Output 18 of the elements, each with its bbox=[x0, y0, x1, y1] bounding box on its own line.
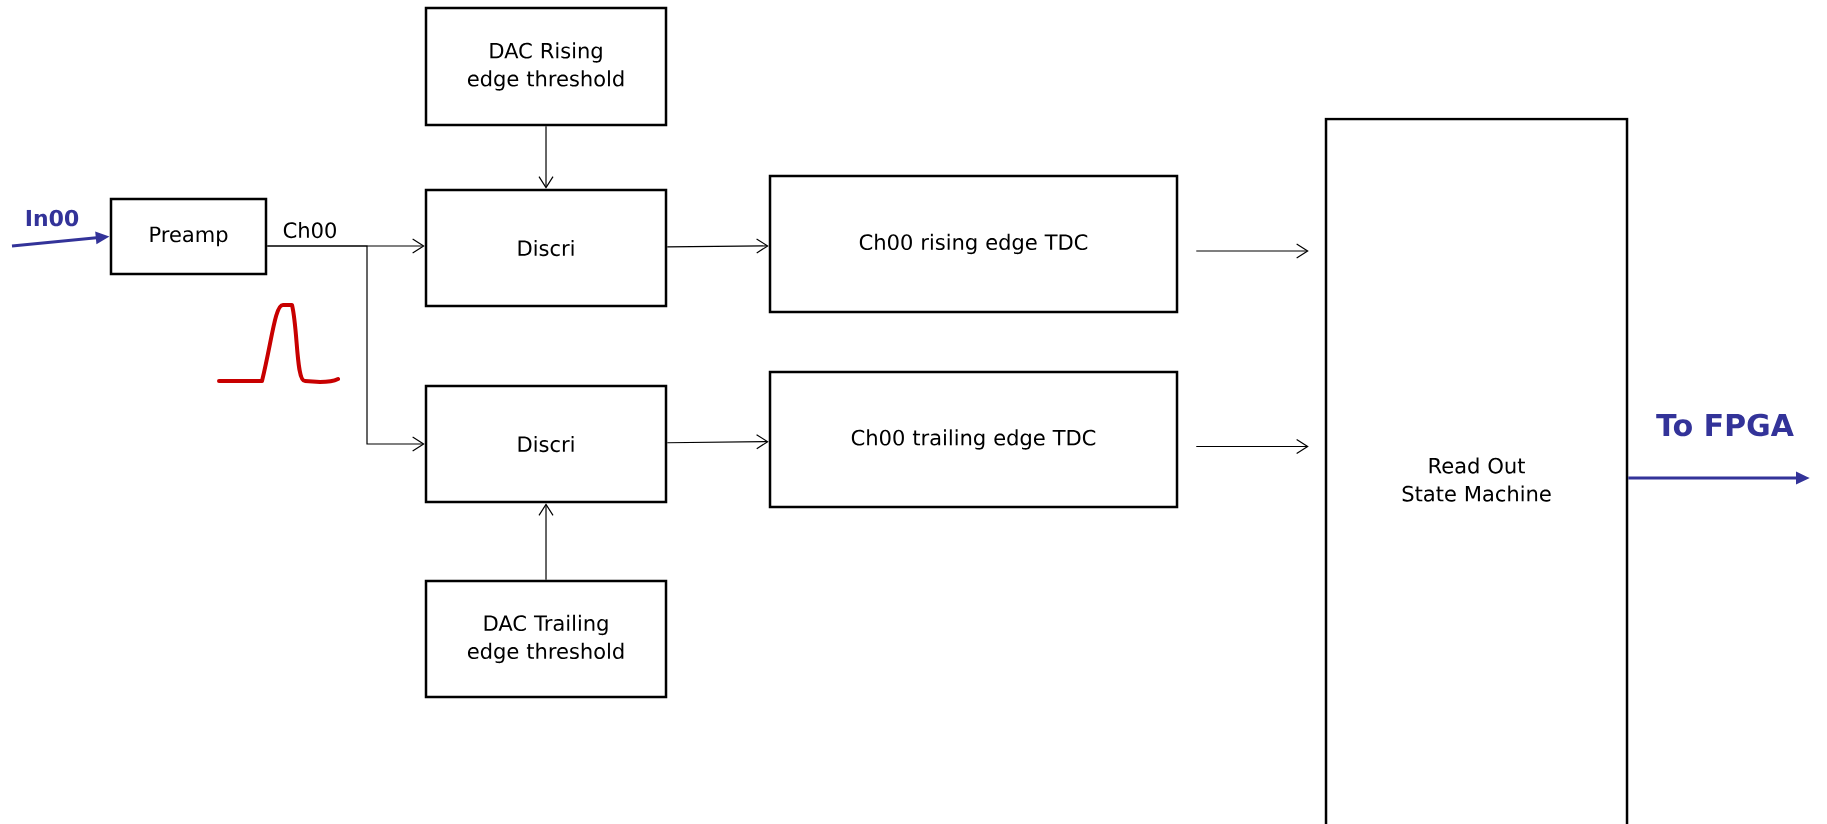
arrow bbox=[666, 238, 769, 254]
arrow bbox=[266, 245, 425, 452]
discriminator-box: Discri bbox=[424, 188, 668, 308]
state-machine-box: Read Out State Machine bbox=[1324, 117, 1629, 824]
tdc-box: Ch00 trailing edge TDC bbox=[768, 370, 1179, 509]
arrow bbox=[666, 434, 769, 450]
preamp-box: Preamp bbox=[109, 197, 268, 276]
edge-label: To FPGA bbox=[1654, 411, 1796, 439]
tdc-box: Ch00 rising edge TDC bbox=[768, 174, 1179, 314]
arrow bbox=[1195, 243, 1309, 259]
arrow bbox=[538, 125, 554, 189]
arrow bbox=[1195, 438, 1309, 455]
dac-box: DAC Rising edge threshold bbox=[424, 6, 668, 127]
discriminator-box: Discri bbox=[424, 384, 668, 504]
edge-label: In00 bbox=[22, 207, 82, 229]
edge-label: Ch00 bbox=[280, 219, 340, 241]
arrow bbox=[538, 503, 554, 581]
dac-box: DAC Trailing edge threshold bbox=[424, 579, 668, 699]
